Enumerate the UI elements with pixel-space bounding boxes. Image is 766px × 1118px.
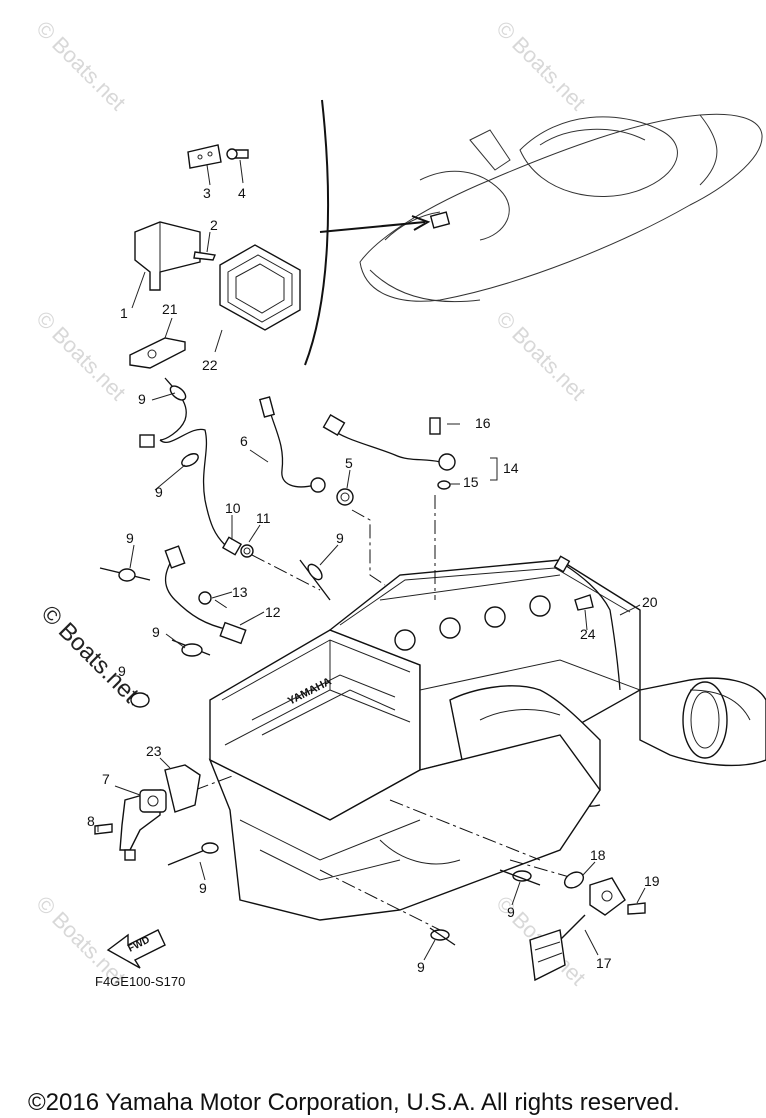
callout-18: 18 <box>590 847 606 863</box>
callout-9h: 9 <box>507 904 515 920</box>
callout-16: 16 <box>475 415 491 431</box>
callout-22: 22 <box>202 357 218 373</box>
callout-23: 23 <box>146 743 162 759</box>
sensor-group <box>99 377 498 708</box>
watercraft-outline <box>359 113 763 303</box>
callout-9a: 9 <box>138 391 146 407</box>
watermark-2: © Boats.net <box>491 16 590 115</box>
callout-6: 6 <box>240 433 248 449</box>
callout-7: 7 <box>102 771 110 787</box>
callout-19: 19 <box>644 873 660 889</box>
callout-1: 1 <box>120 305 128 321</box>
callout-9d: 9 <box>336 530 344 546</box>
callout-3: 3 <box>203 185 211 201</box>
lower-left-group <box>94 757 219 881</box>
callout-labels: 3 4 2 1 21 22 9 6 16 5 14 15 9 10 11 9 9… <box>87 185 660 975</box>
watermark-3: © Boats.net <box>31 306 130 405</box>
callout-11: 11 <box>256 510 271 526</box>
callout-12: 12 <box>265 604 281 620</box>
callout-17: 17 <box>596 955 612 971</box>
lower-right-group <box>423 861 646 982</box>
callout-14: 14 <box>503 460 519 476</box>
watermark-4: © Boats.net <box>491 306 590 405</box>
watermark-1: © Boats.net <box>31 16 130 115</box>
ecu-group <box>129 144 301 369</box>
callout-9g: 9 <box>199 880 207 896</box>
copyright-notice: ©2016 Yamaha Motor Corporation, U.S.A. A… <box>28 1089 680 1116</box>
callout-15: 15 <box>463 474 479 490</box>
callout-9c: 9 <box>126 530 134 546</box>
watermark-main: © Boats.net <box>36 600 144 708</box>
location-bracket <box>304 99 431 366</box>
callout-21: 21 <box>162 301 178 317</box>
callout-13: 13 <box>232 584 248 600</box>
diagram-code: F4GE100-S170 <box>95 974 185 989</box>
callout-9i: 9 <box>417 959 425 975</box>
callout-8: 8 <box>87 813 95 829</box>
engine-block: YAMAHA <box>208 555 766 921</box>
callout-10: 10 <box>225 500 241 516</box>
callout-20: 20 <box>642 594 658 610</box>
callout-9f: 9 <box>118 663 126 679</box>
callout-24: 24 <box>580 626 596 642</box>
callout-9e: 9 <box>152 624 160 640</box>
callout-4: 4 <box>238 185 246 201</box>
callout-2: 2 <box>210 217 218 233</box>
guide-lines <box>194 495 581 931</box>
callout-9b: 9 <box>155 484 163 500</box>
callout-5: 5 <box>345 455 353 471</box>
